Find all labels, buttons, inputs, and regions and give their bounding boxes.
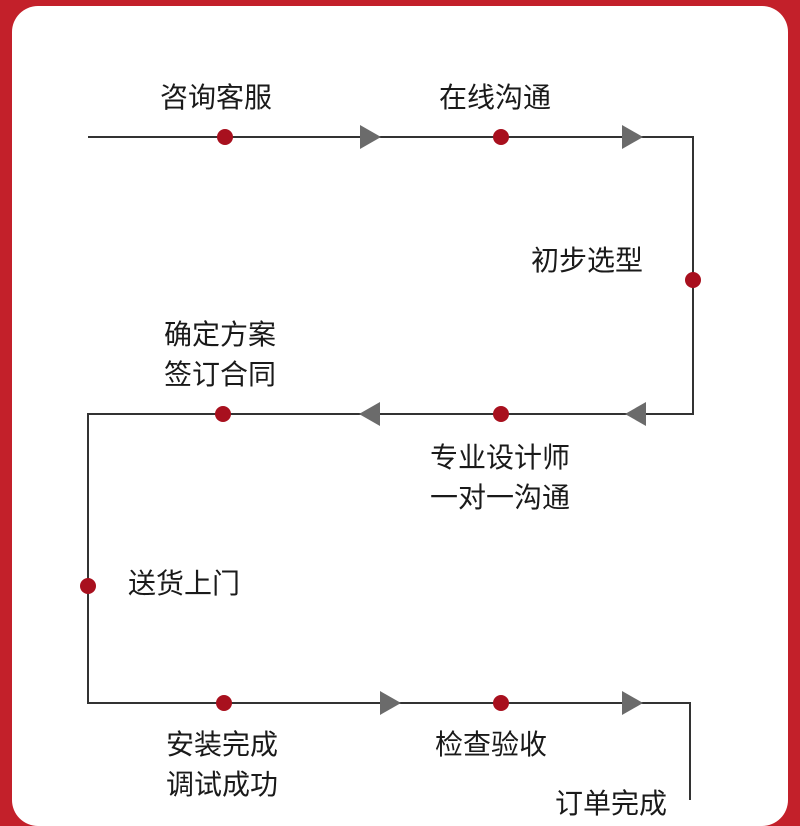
flow-connector-line (87, 136, 694, 800)
step-dot-confirm (215, 406, 231, 422)
step-label-confirm: 确定方案 签订合同 (164, 315, 276, 395)
step-label-consult: 咨询客服 (160, 81, 273, 114)
step-dot-online (493, 129, 509, 145)
step-label-install: 安装完成 调试成功 (166, 725, 278, 805)
step-label-confirm-line1: 确定方案 (164, 318, 277, 351)
step-label-designer-line1: 专业设计师 (430, 441, 571, 474)
step-dot-designer (493, 406, 509, 422)
arrow-right-4 (622, 691, 643, 715)
step-label-online: 在线沟通 (439, 81, 552, 114)
arrow-right-1 (360, 125, 381, 149)
step-label-install-line2: 调试成功 (166, 768, 279, 801)
step-label-designer-line2: 一对一沟通 (430, 481, 571, 514)
step-label-install-line1: 安装完成 (166, 728, 279, 761)
step-dot-consult (217, 129, 233, 145)
step-label-confirm-line2: 签订合同 (164, 358, 277, 391)
step-dot-preselect (685, 272, 701, 288)
step-label-complete: 订单完成 (555, 787, 668, 820)
arrow-right-3 (380, 691, 401, 715)
step-label-deliver: 送货上门 (128, 567, 241, 600)
step-label-preselect: 初步选型 (531, 244, 644, 277)
step-dot-install (216, 695, 232, 711)
process-flow-diagram (80, 125, 701, 800)
arrow-right-2 (622, 125, 643, 149)
arrow-left-2 (359, 402, 380, 426)
step-label-designer: 专业设计师 一对一沟通 (430, 438, 570, 518)
arrow-left-1 (625, 402, 646, 426)
step-label-inspect: 检查验收 (435, 728, 548, 761)
step-dot-deliver (80, 578, 96, 594)
card-background (12, 6, 788, 826)
step-dot-inspect (493, 695, 509, 711)
